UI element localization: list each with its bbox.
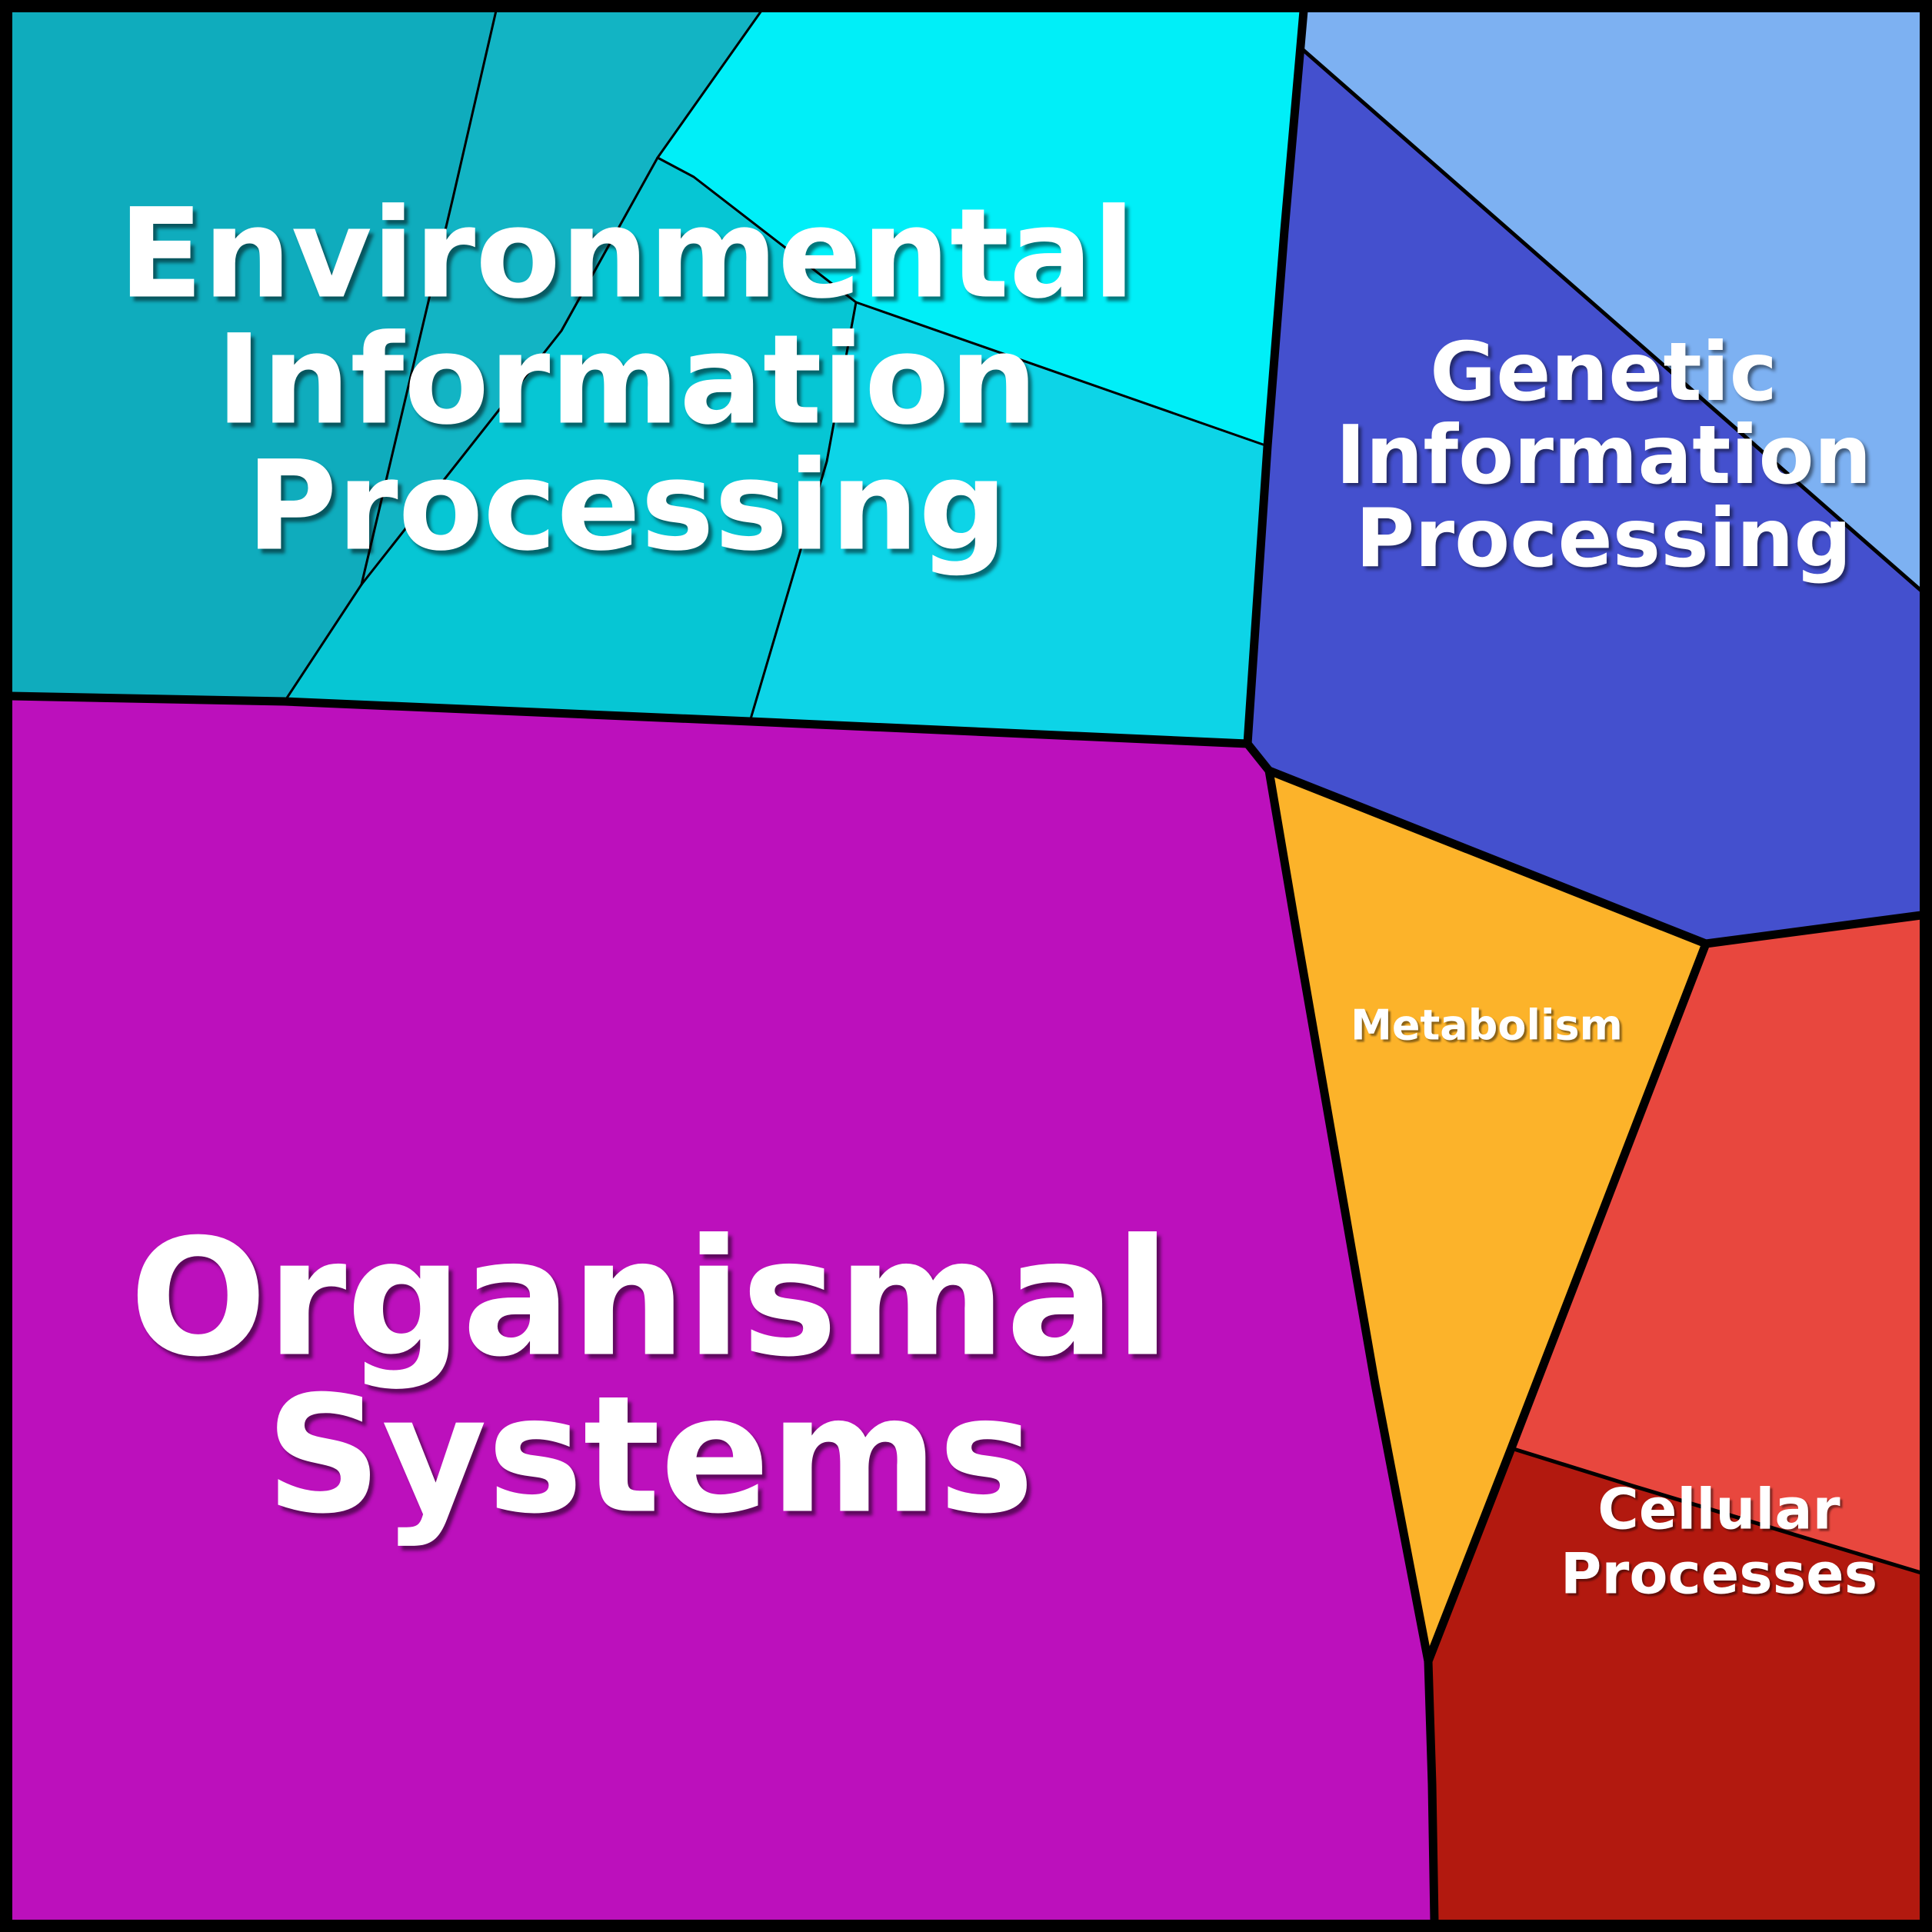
cellular-sub-boundary [1509, 1446, 1924, 1575]
env-sub-boundary-1 [360, 9, 498, 586]
genetic-metabolism-boundary [1264, 766, 1710, 948]
env-sub-boundary-3 [360, 156, 659, 586]
env-sub-boundary-5 [656, 156, 858, 304]
environmental-region [9, 9, 1305, 745]
env-organismal-boundary [6, 691, 1252, 748]
env-sub-boundary-6 [748, 301, 858, 723]
env-genetic-boundary [1243, 6, 1308, 748]
environmental-label-line1: Environmental [118, 182, 1135, 326]
genetic-label-line3: Processing [1355, 491, 1851, 585]
thick-boundaries [6, 6, 1926, 1926]
organismal-label-line2: Systems [265, 1361, 1034, 1550]
environmental-label-line3: Processing [246, 435, 1007, 578]
metabolism-cellular-boundary [1424, 939, 1710, 1666]
organismal-metabolism-boundary [1264, 766, 1433, 1666]
metabolism-label: Metabolism [1351, 1001, 1623, 1050]
cellular-label-line2: Processes [1561, 1542, 1877, 1607]
organismal-cellular-boundary [1424, 1657, 1439, 1926]
env-sub-boundary-4 [656, 9, 763, 159]
thin-boundaries [283, 9, 1924, 1575]
environmental-label: Environmental Information Processing [118, 182, 1135, 578]
metabolism-label-line1: Metabolism [1351, 1001, 1623, 1050]
labels: Environmental Information Processing Gen… [118, 182, 1877, 1607]
env-sub-boundary-2 [283, 583, 363, 703]
genetic-label-line2: Information [1336, 408, 1872, 502]
organismal-genetic-boundary [1243, 739, 1274, 775]
organismal-label-line1: Organismal [129, 1204, 1170, 1393]
genetic-sub-boundary [1298, 45, 1924, 593]
cellular-label-line1: Cellular [1597, 1477, 1840, 1543]
genetic-cellular-boundary [1701, 911, 1926, 948]
environmental-label-line2: Information [216, 308, 1038, 452]
organismal-label: Organismal Systems [129, 1204, 1170, 1550]
cellular-label: Cellular Processes [1561, 1477, 1877, 1607]
env-sub-boundary-7 [854, 301, 1269, 448]
genetic-label-line1: Genetic [1430, 325, 1777, 419]
genetic-label: Genetic Information Processing [1336, 325, 1872, 585]
